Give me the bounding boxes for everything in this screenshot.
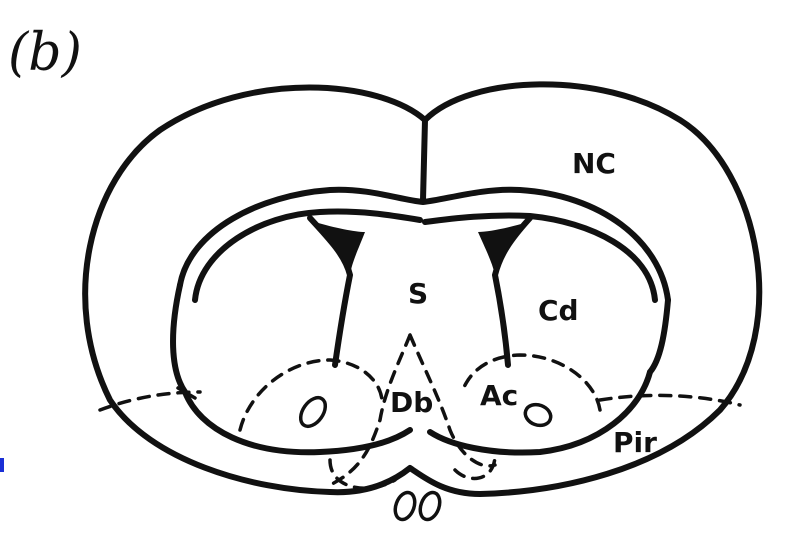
left-commissure-ellipse: [296, 393, 331, 431]
label-s: S: [408, 277, 428, 310]
left-ventricle-lumen: [315, 222, 365, 275]
label-pir: Pir: [613, 426, 657, 459]
optic-tract-left: [392, 490, 418, 522]
label-ac: Ac: [480, 379, 518, 412]
left-striatum-contour: [185, 392, 410, 452]
label-cd: Cd: [538, 294, 579, 327]
edge-mark: [0, 458, 4, 472]
right-ventricle-lumen: [478, 222, 528, 275]
left-dashed-region: [240, 360, 382, 430]
panel-label: (b): [8, 23, 82, 83]
rhinal-boundary-right: [600, 395, 740, 405]
midline-fissure: [423, 120, 425, 200]
right-commissure-ellipse: [522, 401, 553, 429]
optic-tract-right: [417, 490, 443, 522]
label-db: Db: [390, 386, 433, 419]
label-nc: NC: [572, 147, 616, 180]
